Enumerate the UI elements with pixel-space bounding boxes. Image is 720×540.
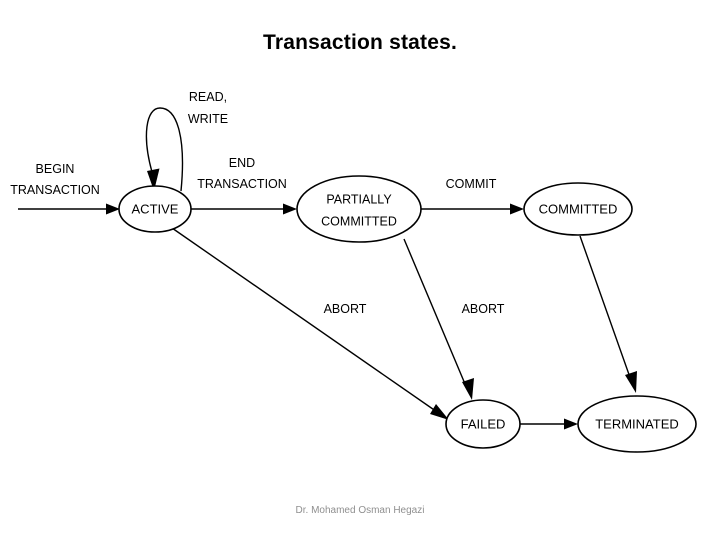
state-node-active[interactable]: ACTIVE: [118, 185, 192, 233]
edge-label-end-transaction: END TRANSACTION: [197, 156, 287, 191]
edge-label-begin-transaction: BEGIN TRANSACTION: [10, 162, 100, 197]
state-node-terminated-label: TERMINATED: [595, 416, 679, 431]
edge-label-read-write-line1: READ,: [189, 90, 227, 104]
edge-read-write-selfloop: [145, 107, 184, 192]
edge-begin-transaction: [18, 203, 120, 215]
edge-label-read-write: READ, WRITE: [188, 90, 228, 126]
state-node-failed-label: FAILED: [461, 416, 506, 431]
page-title: Transaction states.: [262, 31, 458, 54]
state-node-partially-committed[interactable]: PARTIALLY COMMITTED: [296, 175, 422, 243]
state-node-committed[interactable]: COMMITTED: [523, 182, 633, 236]
edge-end-transaction: [191, 203, 297, 215]
author-footer: Dr. Mohamed Osman Hegazi: [295, 505, 425, 516]
state-node-partially-committed-label-line2: COMMITTED: [321, 214, 397, 228]
state-node-failed[interactable]: FAILED: [445, 399, 521, 449]
edge-label-end-transaction-line2: TRANSACTION: [197, 177, 287, 191]
edge-label-commit: COMMIT: [446, 177, 497, 191]
edge-label-begin-transaction-line1: BEGIN: [36, 162, 75, 176]
edge-failed-to-terminated: [520, 418, 578, 430]
edge-label-begin-transaction-line2: TRANSACTION: [10, 183, 100, 197]
edge-commit: [421, 203, 524, 215]
edge-label-commit-text: COMMIT: [446, 177, 497, 191]
edge-label-abort-from-active-text: ABORT: [324, 302, 367, 316]
state-node-active-label: ACTIVE: [132, 201, 179, 216]
edge-label-abort-from-partially-committed-text: ABORT: [462, 302, 505, 316]
edge-abort-from-active: [171, 227, 449, 420]
edge-label-abort-from-active: ABORT: [324, 302, 367, 316]
edge-label-end-transaction-line1: END: [229, 156, 255, 170]
state-node-partially-committed-label-line1: PARTIALLY: [326, 192, 392, 206]
edge-abort-from-partially-committed: [403, 238, 474, 400]
state-node-terminated[interactable]: TERMINATED: [577, 395, 697, 453]
state-node-committed-label: COMMITTED: [539, 201, 618, 216]
edge-label-read-write-line2: WRITE: [188, 112, 228, 126]
edge-label-abort-from-partially-committed: ABORT: [462, 302, 505, 316]
edge-committed-to-terminated: [579, 235, 637, 393]
